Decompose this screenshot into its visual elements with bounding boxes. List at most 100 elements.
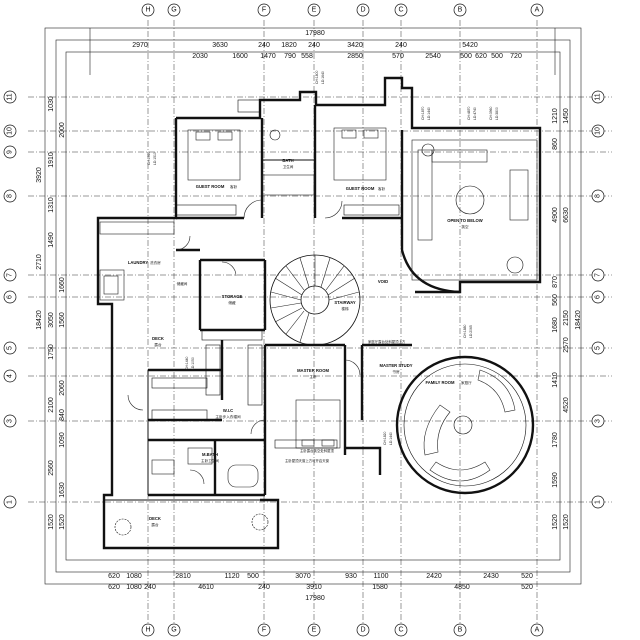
- right-dim-16: 1520: [563, 514, 570, 530]
- right-total-dim: 18420: [575, 310, 582, 330]
- top2-dim-12: 720: [510, 53, 522, 60]
- axis-label-3-right: 3: [595, 419, 602, 423]
- right-dim-6: 870: [552, 276, 559, 288]
- bottom-dim-2: 1080: [126, 573, 142, 580]
- ceiling-note-1-ld: LD:1510: [153, 152, 157, 165]
- bottom-dim-8: 1100: [373, 573, 388, 580]
- right-dim-7: 560: [552, 294, 559, 306]
- left-dim-14: 840: [59, 409, 66, 421]
- right-dim-1: 1210: [552, 108, 559, 124]
- laundry-fixtures: [99, 221, 175, 301]
- left-dim-12: 2100: [48, 397, 55, 413]
- bottom2-dim-6: 3910: [306, 584, 322, 591]
- storage-label: STORAGE: [222, 294, 243, 299]
- family-room-circle: [395, 355, 535, 495]
- right-dim-2: 1450: [563, 108, 570, 124]
- top2-dim-3: 1470: [260, 53, 276, 60]
- bottom2-dim-1: 620: [108, 584, 120, 591]
- deck-bottom-cn: 露台: [151, 522, 159, 527]
- right-dim-11: 1410: [552, 372, 559, 388]
- beds: [187, 127, 387, 449]
- axis-label-C-bottom: C: [398, 627, 403, 634]
- interior-walls: [147, 105, 412, 497]
- axis-label-E-bottom: E: [312, 627, 317, 634]
- family-room-label: FAMILY ROOM: [425, 380, 455, 385]
- right-dim-5: 6630: [563, 207, 570, 223]
- axis-label-11-right: 11: [595, 93, 602, 100]
- top-total-dim: 17980: [305, 30, 325, 37]
- living-furniture: [411, 139, 538, 281]
- top2-dim-1: 2030: [192, 53, 208, 60]
- deck-left-label: DECK: [152, 336, 164, 341]
- deck-left-cn: 露台: [154, 342, 162, 347]
- top2-dim-6: 2850: [347, 53, 363, 60]
- bottom-dimensions: 620 1080 2810 1120 500 3070 930 1100 242…: [108, 573, 533, 602]
- right-axis-bubbles: 11 10 8 7 6 5 3 1: [591, 90, 605, 509]
- left-dim-8: 1660: [59, 277, 66, 293]
- axis-label-G-bottom: G: [171, 627, 176, 634]
- bottom-total-dim: 17980: [305, 595, 325, 602]
- axis-label-1-right: 1: [595, 500, 602, 504]
- top2-dim-4: 790: [284, 53, 296, 60]
- wic-cn: 主卧步入衣帽间: [215, 414, 241, 419]
- left-dim-11: 1750: [48, 344, 55, 360]
- axis-label-9-left: 9: [7, 150, 14, 154]
- master-study-cn: 书房: [392, 369, 400, 374]
- ceiling-note-2-ld: LD:1640: [321, 71, 325, 84]
- axis-label-A-bottom: A: [535, 627, 540, 634]
- guest-room-2-label: GUEST ROOM: [346, 186, 375, 191]
- room-labels: GUEST ROOM 客卧 BATH 卫生间 GUEST ROOM 客卧 OPE…: [128, 158, 483, 527]
- void-label: VOID: [378, 279, 388, 284]
- right-dim-8: 2150: [563, 310, 570, 326]
- guest-room-1-cn: 客卧: [230, 184, 238, 189]
- axis-label-D-top: D: [360, 7, 365, 14]
- exterior-walls: [96, 76, 542, 550]
- axis-label-C-top: C: [398, 7, 403, 14]
- left-dim-9: 3050: [48, 312, 55, 328]
- axis-label-8-right: 8: [595, 194, 602, 198]
- bottom-axis-bubbles: H G F E D C B A: [141, 623, 544, 637]
- right-dimensions: 18420 1210 1450 860 4900 6630 870 560 21…: [552, 108, 582, 530]
- guest-room-2-cn: 客卧: [378, 186, 386, 191]
- left-dimensions: 18420 1030 2000 1910 3920 1310 1490 2710…: [36, 96, 66, 530]
- master-room-label: MASTER ROOM: [297, 368, 329, 373]
- open-to-below-label: OPEN TO BELOW: [447, 218, 483, 223]
- ceiling-note-4-ch: CH:4870: [467, 107, 471, 120]
- annotations: 家庭厅露台处斜屋顶上方 主卧露台挑空处斜屋顶 主卧屋顶天窗上方可开启天窗: [285, 339, 406, 463]
- left-dim-4: 3920: [36, 167, 43, 183]
- axis-label-F-bottom: F: [262, 627, 266, 634]
- spiral-staircase: [269, 254, 361, 346]
- top-dim-6: 3420: [347, 42, 363, 49]
- ceiling-note-5-ld: LD:3800: [495, 107, 499, 120]
- ceiling-note-8-ch: CH:1820: [383, 432, 387, 445]
- top2-dim-10: 620: [475, 53, 487, 60]
- left-dim-3: 1910: [48, 152, 55, 168]
- axis-label-H-top: H: [145, 7, 150, 14]
- ceiling-note-3-ch: CH:1870: [421, 107, 425, 120]
- axis-label-5-left: 5: [7, 346, 14, 350]
- axis-label-3-left: 3: [7, 419, 14, 423]
- ceiling-note-3-ld: LD:1440: [427, 107, 431, 120]
- left-dim-13: 2060: [59, 380, 66, 396]
- right-dim-12: 4520: [563, 397, 570, 413]
- top2-dim-9: 500: [460, 53, 472, 60]
- left-dim-5: 1310: [48, 197, 55, 213]
- bottom2-dim-4: 4610: [198, 584, 214, 591]
- axis-label-5-right: 5: [595, 346, 602, 350]
- bottom-dim-7: 930: [345, 573, 357, 580]
- guest-room-1-label: GUEST ROOM: [196, 184, 225, 189]
- top2-dim-5: 558: [301, 53, 313, 60]
- bottom2-dim-3: 240: [144, 584, 156, 591]
- ceiling-note-7-ld: LD:2065: [469, 325, 473, 338]
- top-dim-2: 3630: [212, 42, 228, 49]
- bottom-dim-1: 620: [108, 573, 120, 580]
- closet-hatches: [151, 99, 400, 449]
- top2-dim-7: 570: [392, 53, 404, 60]
- open-to-below-cn: 挑空: [461, 224, 469, 229]
- left-total-dim: 18420: [36, 310, 43, 330]
- right-dim-13: 1780: [552, 432, 559, 448]
- annotation-master: 主卧露台挑空处斜屋顶: [300, 448, 335, 453]
- bath-label: BATH: [282, 158, 293, 163]
- axis-label-1-left: 1: [7, 500, 14, 504]
- left-dim-17: 1630: [59, 482, 66, 498]
